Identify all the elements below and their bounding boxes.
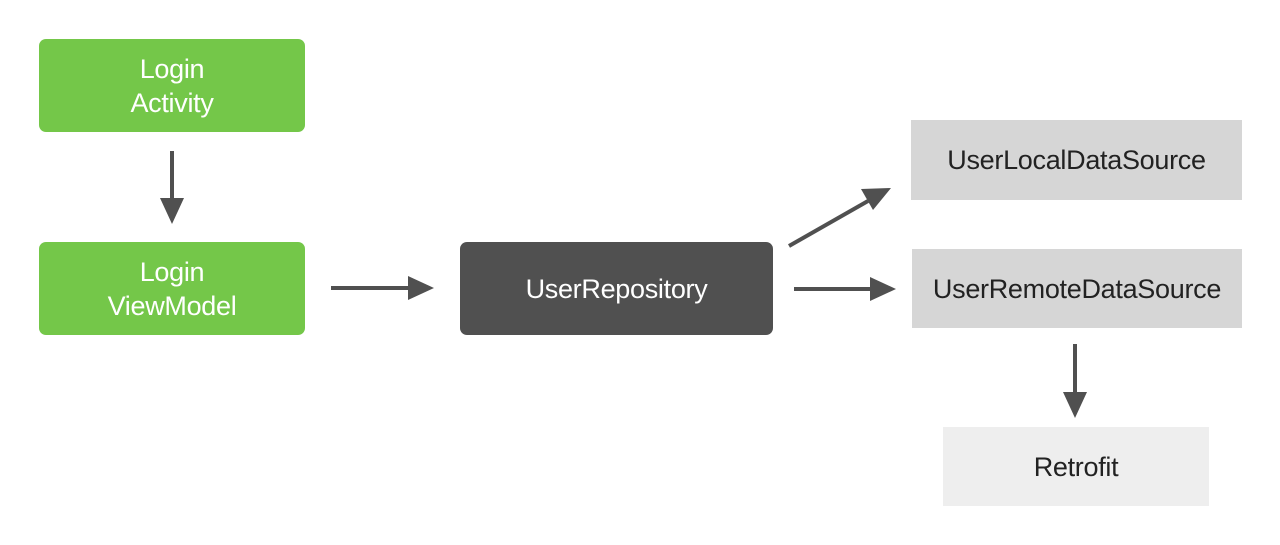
- arrow-viewmodel-to-repository: [331, 276, 434, 300]
- arrow-repository-to-remote-data-source: [794, 277, 896, 301]
- retrofit-label: Retrofit: [1033, 451, 1119, 482]
- user-remote-data-source-node: UserRemoteDataSource: [912, 249, 1242, 328]
- arrow-activity-to-viewmodel: [160, 151, 184, 224]
- user-repository-node: UserRepository: [460, 242, 773, 335]
- user-local-data-source-label: UserLocalDataSource: [947, 145, 1206, 175]
- retrofit-node: Retrofit: [943, 427, 1209, 506]
- login-viewmodel-node: Login ViewModel: [39, 242, 305, 335]
- login-activity-label-line1: Login: [139, 53, 205, 84]
- login-viewmodel-label-line1: Login: [139, 256, 205, 287]
- user-remote-data-source-label: UserRemoteDataSource: [932, 273, 1222, 304]
- login-viewmodel-label-line2: ViewModel: [107, 290, 237, 321]
- arrow-repository-to-local-data-source: [788, 188, 891, 248]
- user-local-data-source-node: UserLocalDataSource: [911, 120, 1242, 200]
- user-repository-label: UserRepository: [525, 273, 708, 304]
- login-activity-label-line2: Activity: [130, 87, 214, 118]
- login-activity-node: Login Activity: [39, 39, 305, 132]
- arrow-remote-data-source-to-retrofit: [1063, 344, 1087, 418]
